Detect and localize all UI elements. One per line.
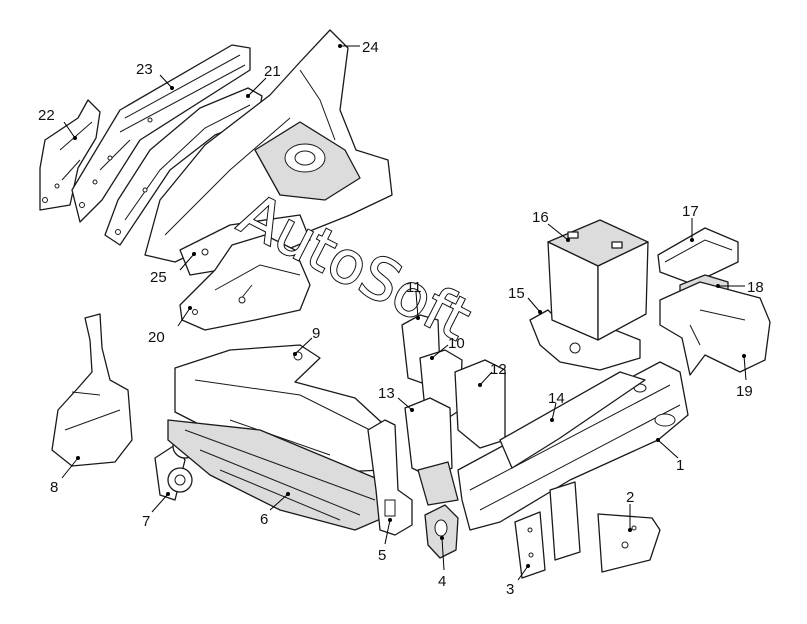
part-16-battery: [547, 219, 649, 341]
part-rear-plate: [549, 481, 581, 561]
callout-15: 15: [508, 285, 525, 302]
part-14-member: [499, 371, 646, 469]
part-13-bracket: [404, 397, 459, 506]
callout-18: 18: [747, 279, 764, 296]
callout-6: 6: [260, 511, 268, 528]
part-19-support-box: [659, 281, 771, 376]
callout-8: 8: [50, 479, 58, 496]
callout-16: 16: [532, 209, 549, 226]
callout-labels: 1 2 3 4 5 6 7 8 9 10 11 12 13 14 15 16 1…: [38, 39, 764, 598]
callout-2: 2: [626, 489, 634, 506]
callout-11: 11: [406, 279, 422, 296]
callout-14: 14: [548, 390, 565, 407]
callout-7: 7: [142, 513, 150, 530]
part-6-lower-pan: [167, 419, 391, 531]
part-8-washer-reservoir: [51, 313, 133, 467]
part-20-front-bracket: [179, 234, 311, 331]
callout-4: 4: [438, 573, 446, 590]
part-24-apron-strut-tower: [144, 29, 393, 263]
part-22-bracket: [39, 99, 101, 211]
part-23-upper-rail: [71, 44, 251, 223]
callout-21: 21: [264, 63, 281, 80]
callout-20: 20: [148, 329, 165, 346]
callout-24: 24: [362, 39, 379, 56]
callout-12: 12: [490, 361, 507, 378]
callout-22: 22: [38, 107, 55, 124]
callout-13: 13: [378, 385, 395, 402]
callout-1: 1: [676, 457, 684, 474]
part-17-battery-cover: [657, 227, 739, 285]
callout-10: 10: [448, 335, 465, 352]
leader-lines: [61, 44, 747, 581]
callout-17: 17: [682, 203, 699, 220]
part-5-vertical-post: [367, 419, 413, 536]
callout-19: 19: [736, 383, 753, 400]
part-4-gusset-plate: [424, 504, 459, 559]
callout-25: 25: [150, 269, 167, 286]
callout-23: 23: [136, 61, 153, 78]
part-2-l-bracket: [597, 513, 661, 573]
callout-5: 5: [378, 547, 386, 564]
callout-3: 3: [506, 581, 514, 598]
part-3-bracket-plate: [514, 511, 546, 579]
callout-9: 9: [312, 325, 320, 342]
